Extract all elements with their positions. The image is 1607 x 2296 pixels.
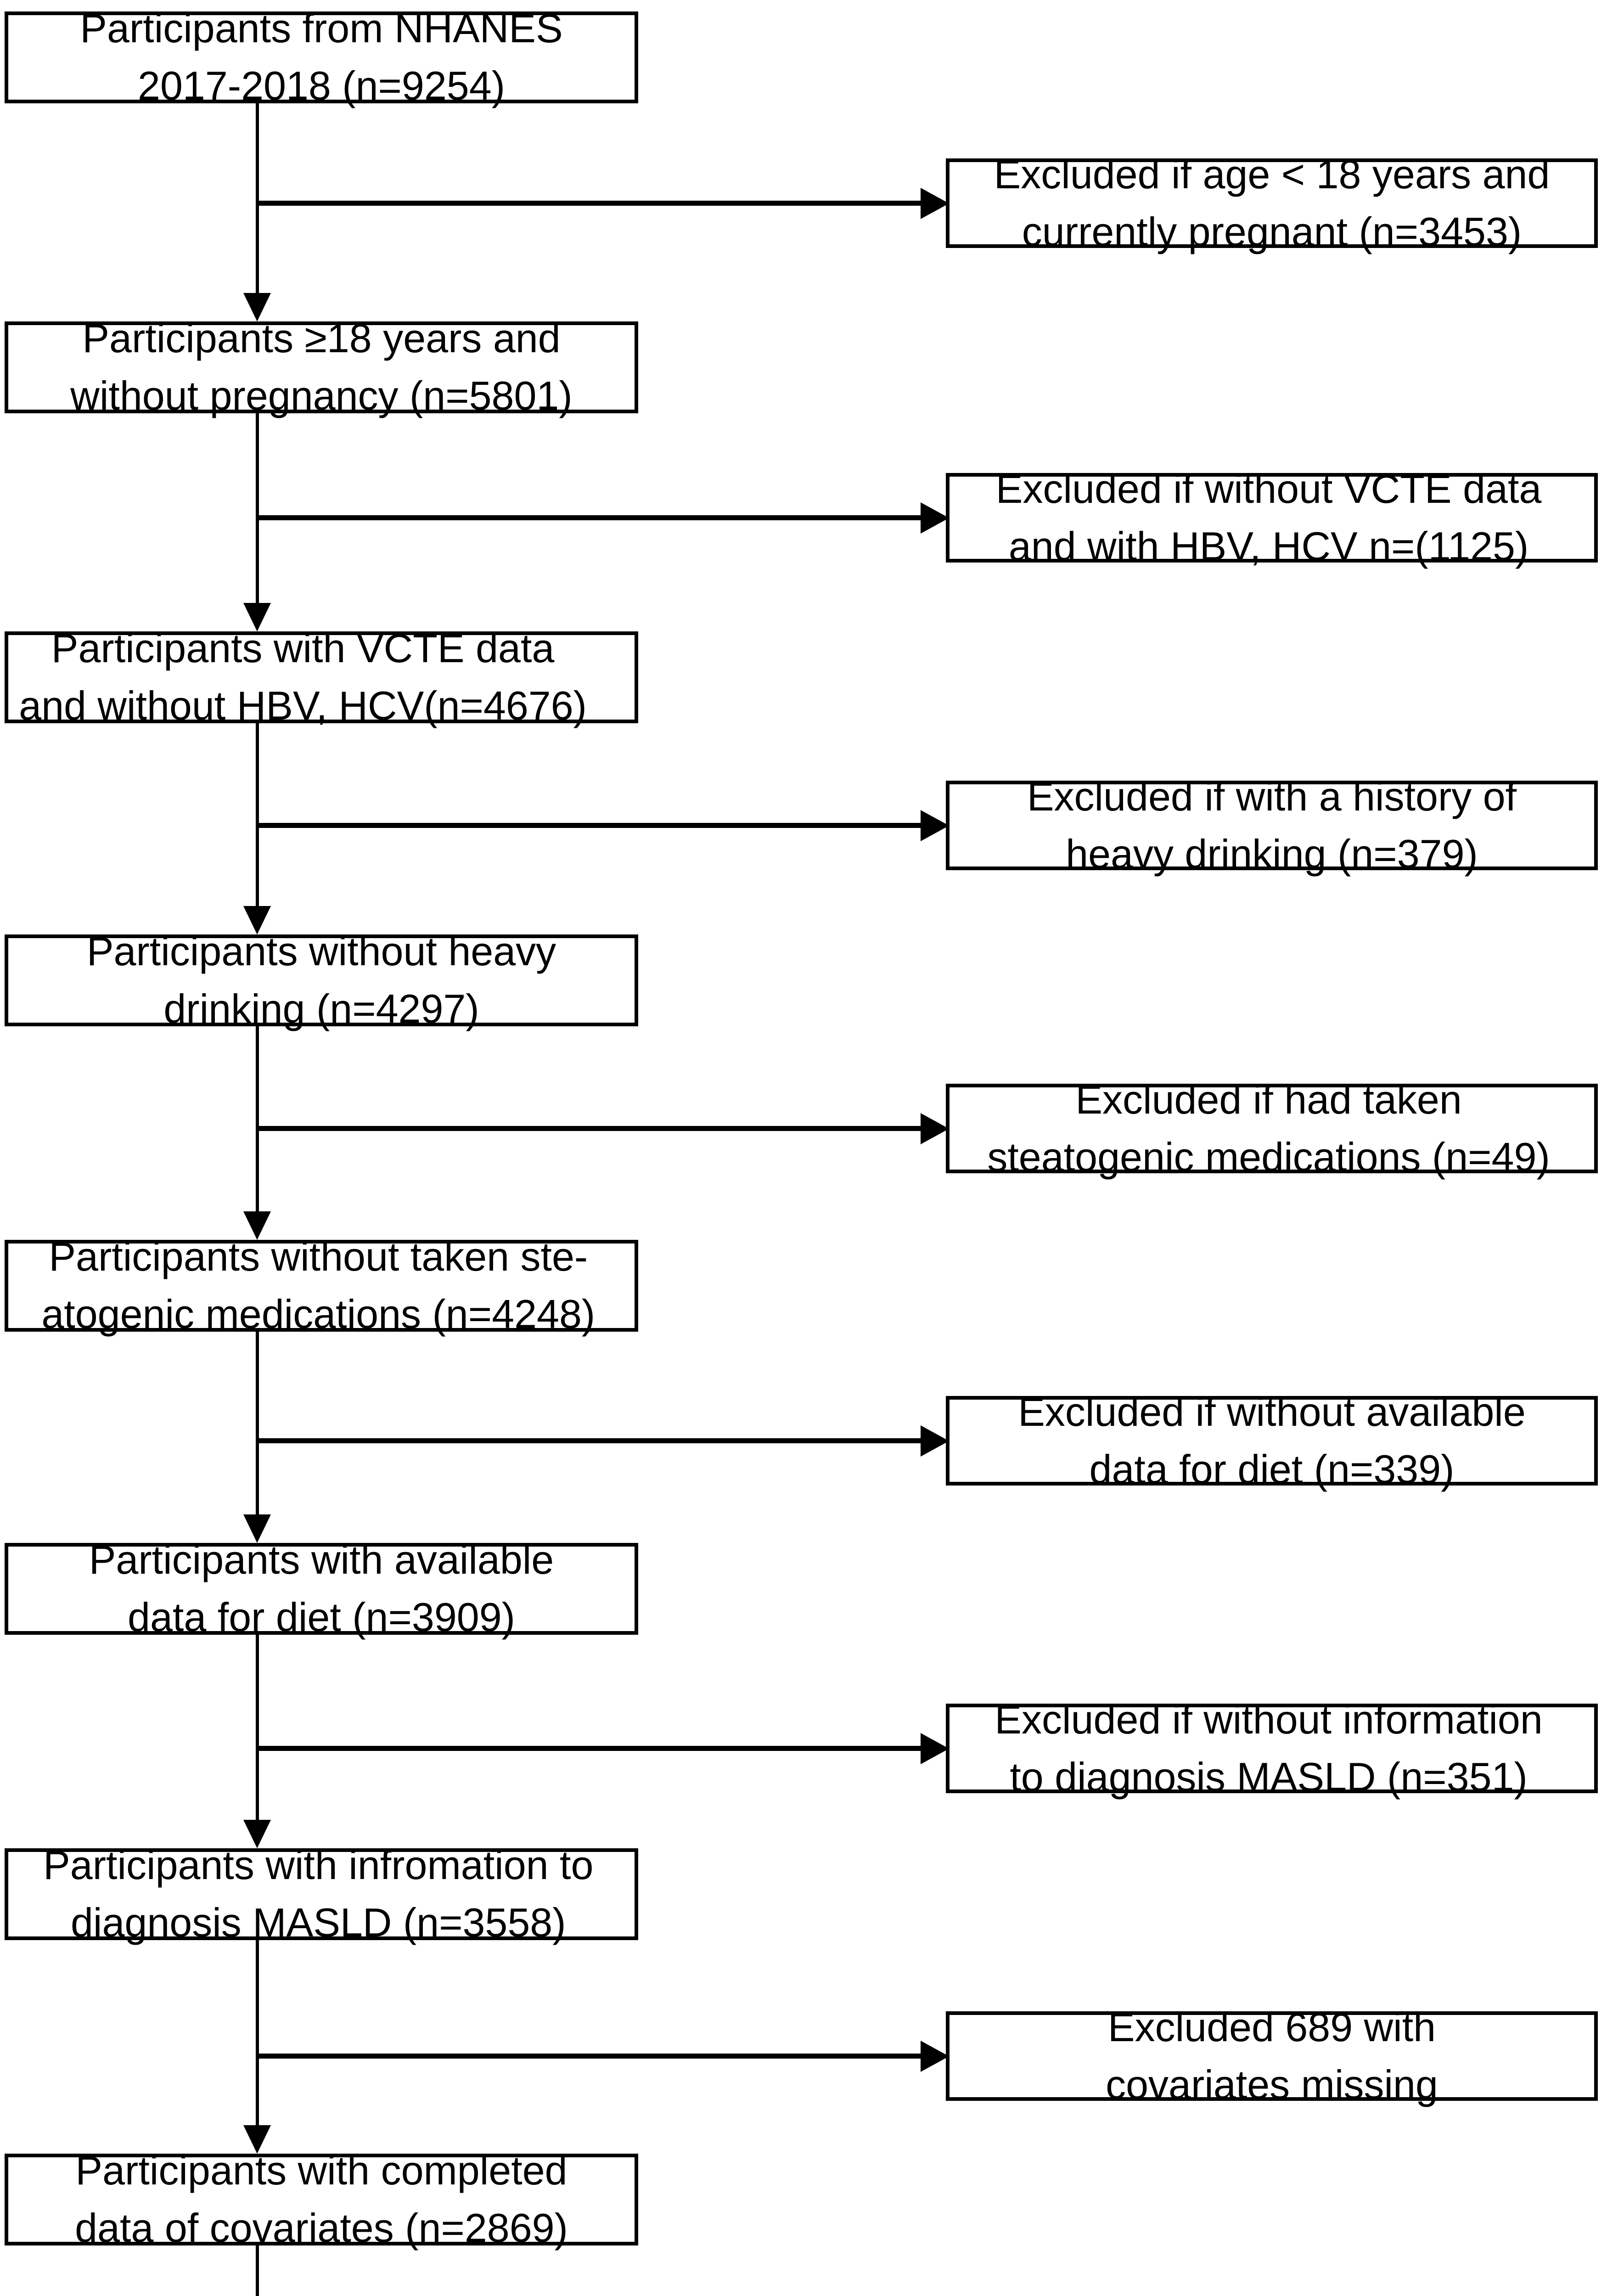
exclusion-node-text: Excluded if without available data for d…	[1018, 1389, 1526, 1492]
flow-node-masld-information: Participants with infromation to diagnos…	[5, 1842, 638, 1945]
exclusion-node-heavy-drinking: Excluded if with a history of heavy drin…	[946, 774, 1598, 877]
exclusion-node-text: Excluded if age < 18 years and currently…	[994, 151, 1550, 254]
connector-trunk-1	[256, 103, 259, 294]
connector-trunk-2	[256, 413, 259, 604]
exclusion-node-vcte-hbv-hcv: Excluded if without VCTE data and with H…	[946, 466, 1598, 569]
exclusion-node-text: Excluded if with a history of heavy drin…	[1027, 773, 1517, 877]
connector-arrow-down-4	[243, 1211, 271, 1240]
connector-arrow-right-5	[921, 1425, 949, 1457]
connector-arrow-down-3	[243, 906, 271, 934]
flow-node-text: Participants without taken ste- atogenic…	[41, 1234, 596, 1337]
flow-node-text: Participants without heavy drinking (n=4…	[86, 929, 556, 1031]
exclusion-node-text: Excluded 689 with covariates missing	[1106, 2004, 1438, 2107]
connector-branch-5	[256, 1438, 931, 1443]
exclusion-node-text: Excluded if without VCTE data and with H…	[995, 466, 1542, 569]
connector-trunk-8	[256, 2245, 259, 2296]
connector-trunk-3	[256, 723, 259, 907]
flow-node-participants-nhanes: Participants from NHANES 2017-2018 (n=92…	[5, 6, 638, 108]
connector-arrow-right-4	[921, 1113, 949, 1144]
connector-arrow-down-1	[243, 293, 271, 321]
connector-arrow-right-6	[921, 1733, 949, 1764]
flow-node-age-and-pregnancy: Participants ≥18 years and without pregn…	[5, 315, 638, 418]
connector-branch-6	[256, 1746, 931, 1751]
flow-node-text: Participants with completed data of cova…	[75, 2148, 568, 2251]
flow-node-without-steatogenic-medications: Participants without taken ste- atogenic…	[5, 1234, 638, 1337]
connector-arrow-right-3	[921, 810, 949, 841]
flow-node-without-heavy-drinking: Participants without heavy drinking (n=4…	[5, 929, 638, 1031]
connector-trunk-6	[256, 1635, 259, 1821]
flow-node-text: Participants with VCTE data and without …	[19, 625, 587, 728]
connector-arrow-right-2	[921, 502, 949, 534]
connector-trunk-4	[256, 1026, 259, 1212]
flow-node-text: Participants with available data for die…	[89, 1537, 554, 1640]
connector-trunk-7	[256, 1940, 259, 2126]
connector-branch-2	[256, 515, 931, 520]
connector-branch-7	[256, 2054, 931, 2059]
exclusion-node-age-pregnancy: Excluded if age < 18 years and currently…	[946, 152, 1598, 254]
exclusion-node-steatogenic-medications: Excluded if had taken steatogenic medica…	[946, 1077, 1598, 1180]
connector-branch-4	[256, 1126, 931, 1131]
exclusion-node-diet-data: Excluded if without available data for d…	[946, 1389, 1598, 1492]
connector-branch-1	[256, 201, 931, 206]
connector-arrow-down-7	[243, 2125, 271, 2154]
connector-arrow-right-1	[921, 188, 949, 219]
exclusion-node-text: Excluded if had taken steatogenic medica…	[987, 1076, 1550, 1180]
connector-arrow-down-2	[243, 603, 271, 631]
connector-arrow-down-5	[243, 1514, 271, 1543]
flow-node-text: Participants with infromation to diagnos…	[43, 1842, 594, 1945]
exclusion-node-covariates-missing: Excluded 689 with covariates missing	[946, 2004, 1598, 2107]
connector-arrow-down-6	[243, 1820, 271, 1848]
flow-node-vcte-hbv-hcv: Participants with VCTE data and without …	[5, 625, 638, 728]
connector-arrow-right-7	[921, 2041, 949, 2072]
connector-branch-3	[256, 823, 931, 828]
connector-trunk-5	[256, 1332, 259, 1515]
flow-node-available-diet-data: Participants with available data for die…	[5, 1537, 638, 1640]
exclusion-node-text: Excluded if without information to diagn…	[995, 1696, 1543, 1800]
flow-node-text: Participants ≥18 years and without pregn…	[70, 315, 573, 418]
flow-node-text: Participants from NHANES 2017-2018 (n=92…	[80, 6, 563, 108]
exclusion-node-masld-information: Excluded if without information to diagn…	[946, 1697, 1598, 1800]
flow-node-completed-covariates: Participants with completed data of cova…	[5, 2148, 638, 2251]
